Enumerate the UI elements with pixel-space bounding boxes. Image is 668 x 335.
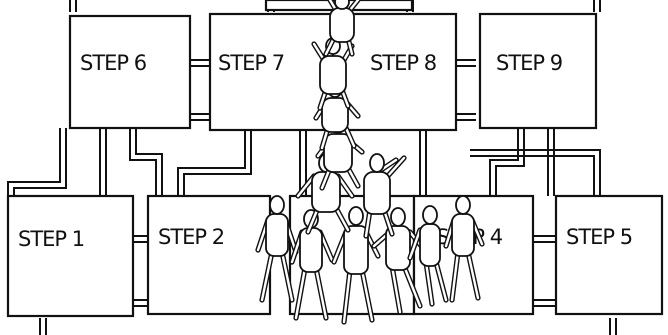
step-6-label: STEP 6	[80, 51, 147, 75]
step-2-label: STEP 2	[158, 225, 224, 249]
step-box-2	[148, 196, 270, 314]
step-7-label: STEP 7	[218, 51, 284, 75]
step-5-label: STEP 5	[566, 225, 632, 249]
step-box-1	[8, 196, 133, 316]
step-8-label: STEP 8	[370, 51, 436, 75]
step-1-label: STEP 1	[18, 227, 84, 251]
step-9-label: STEP 9	[496, 51, 562, 75]
step-box-5	[556, 196, 662, 314]
